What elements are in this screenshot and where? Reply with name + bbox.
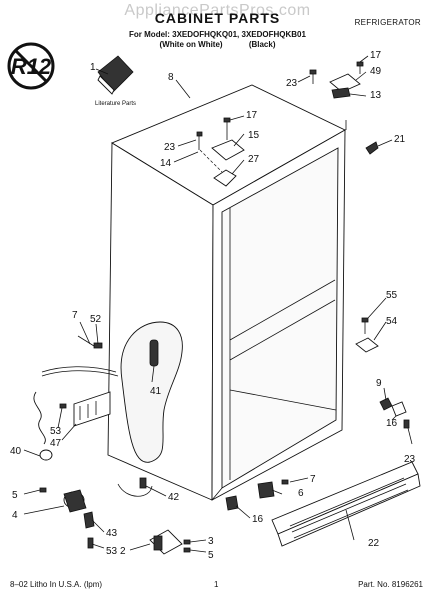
callout-17: 17 [246, 110, 258, 121]
watermark: AppliancePartsPros.com [124, 2, 311, 19]
bottom-parts [39, 461, 421, 555]
callout-14: 14 [160, 158, 172, 169]
right-side-parts [355, 317, 410, 429]
callout-6: 6 [298, 488, 304, 499]
top-hinge-parts [196, 61, 379, 187]
callout-41: 41 [150, 386, 162, 397]
left-side-parts [33, 335, 119, 461]
callout-labels: 1 8 17 49 23 13 17 15 23 14 27 21 55 54 … [10, 50, 416, 561]
callout-16: 16 [252, 514, 264, 525]
callout-7: 7 [310, 474, 316, 485]
callout-1: 1 [90, 62, 96, 73]
callout-49: 49 [370, 66, 382, 77]
footer-litho: 8–02 Litho In U.S.A. (lpm) [10, 580, 103, 589]
callout-43: 43 [106, 528, 118, 539]
callout-53: 53 [50, 426, 62, 437]
callout-23: 23 [286, 78, 298, 89]
callout-3: 3 [208, 536, 214, 547]
callout-52: 52 [90, 314, 102, 325]
callout-4: 4 [12, 510, 18, 521]
callout-23: 23 [404, 454, 416, 465]
callout-40: 40 [10, 446, 22, 457]
finish-labels: (White on White) (Black) [0, 40, 435, 49]
callout-2: 2 [120, 546, 126, 557]
appliance-category: REFRIGERATOR [354, 18, 421, 27]
callout-5: 5 [208, 550, 214, 561]
callout-21: 21 [394, 134, 406, 145]
callout-53: 53 [106, 546, 118, 557]
callout-5: 5 [12, 490, 18, 501]
footer-part-number: Part. No. 8196261 [358, 580, 423, 589]
diagram-title: CABINET PARTS [154, 10, 281, 26]
callout-22: 22 [368, 538, 380, 549]
leader-lines [23, 55, 413, 553]
callout-54: 54 [386, 316, 398, 327]
callout-13: 13 [370, 90, 382, 101]
callout-9: 9 [376, 378, 382, 389]
model-numbers: For Model: 3XEDOFHQKQ01, 3XEDOFHQKB01 [129, 30, 306, 39]
callout-7: 7 [72, 310, 78, 321]
no-r12-prohibition-icon: R12 [7, 42, 55, 90]
callout-23: 23 [164, 142, 176, 153]
literature-booklet [97, 55, 134, 95]
callout-47: 47 [50, 438, 62, 449]
callout-55: 55 [386, 290, 398, 301]
literature-parts-label: Literature Parts [95, 101, 137, 107]
callout-8: 8 [168, 72, 174, 83]
footer-page-number: 1 [214, 580, 219, 589]
callout-27: 27 [248, 154, 260, 165]
callout-42: 42 [168, 492, 180, 503]
callout-17: 17 [370, 50, 382, 61]
callout-16: 16 [386, 418, 398, 429]
callout-15: 15 [248, 130, 260, 141]
finish-black: (Black) [248, 40, 276, 49]
finish-white: (White on White) [159, 40, 223, 49]
cabinet-shell [107, 84, 346, 501]
